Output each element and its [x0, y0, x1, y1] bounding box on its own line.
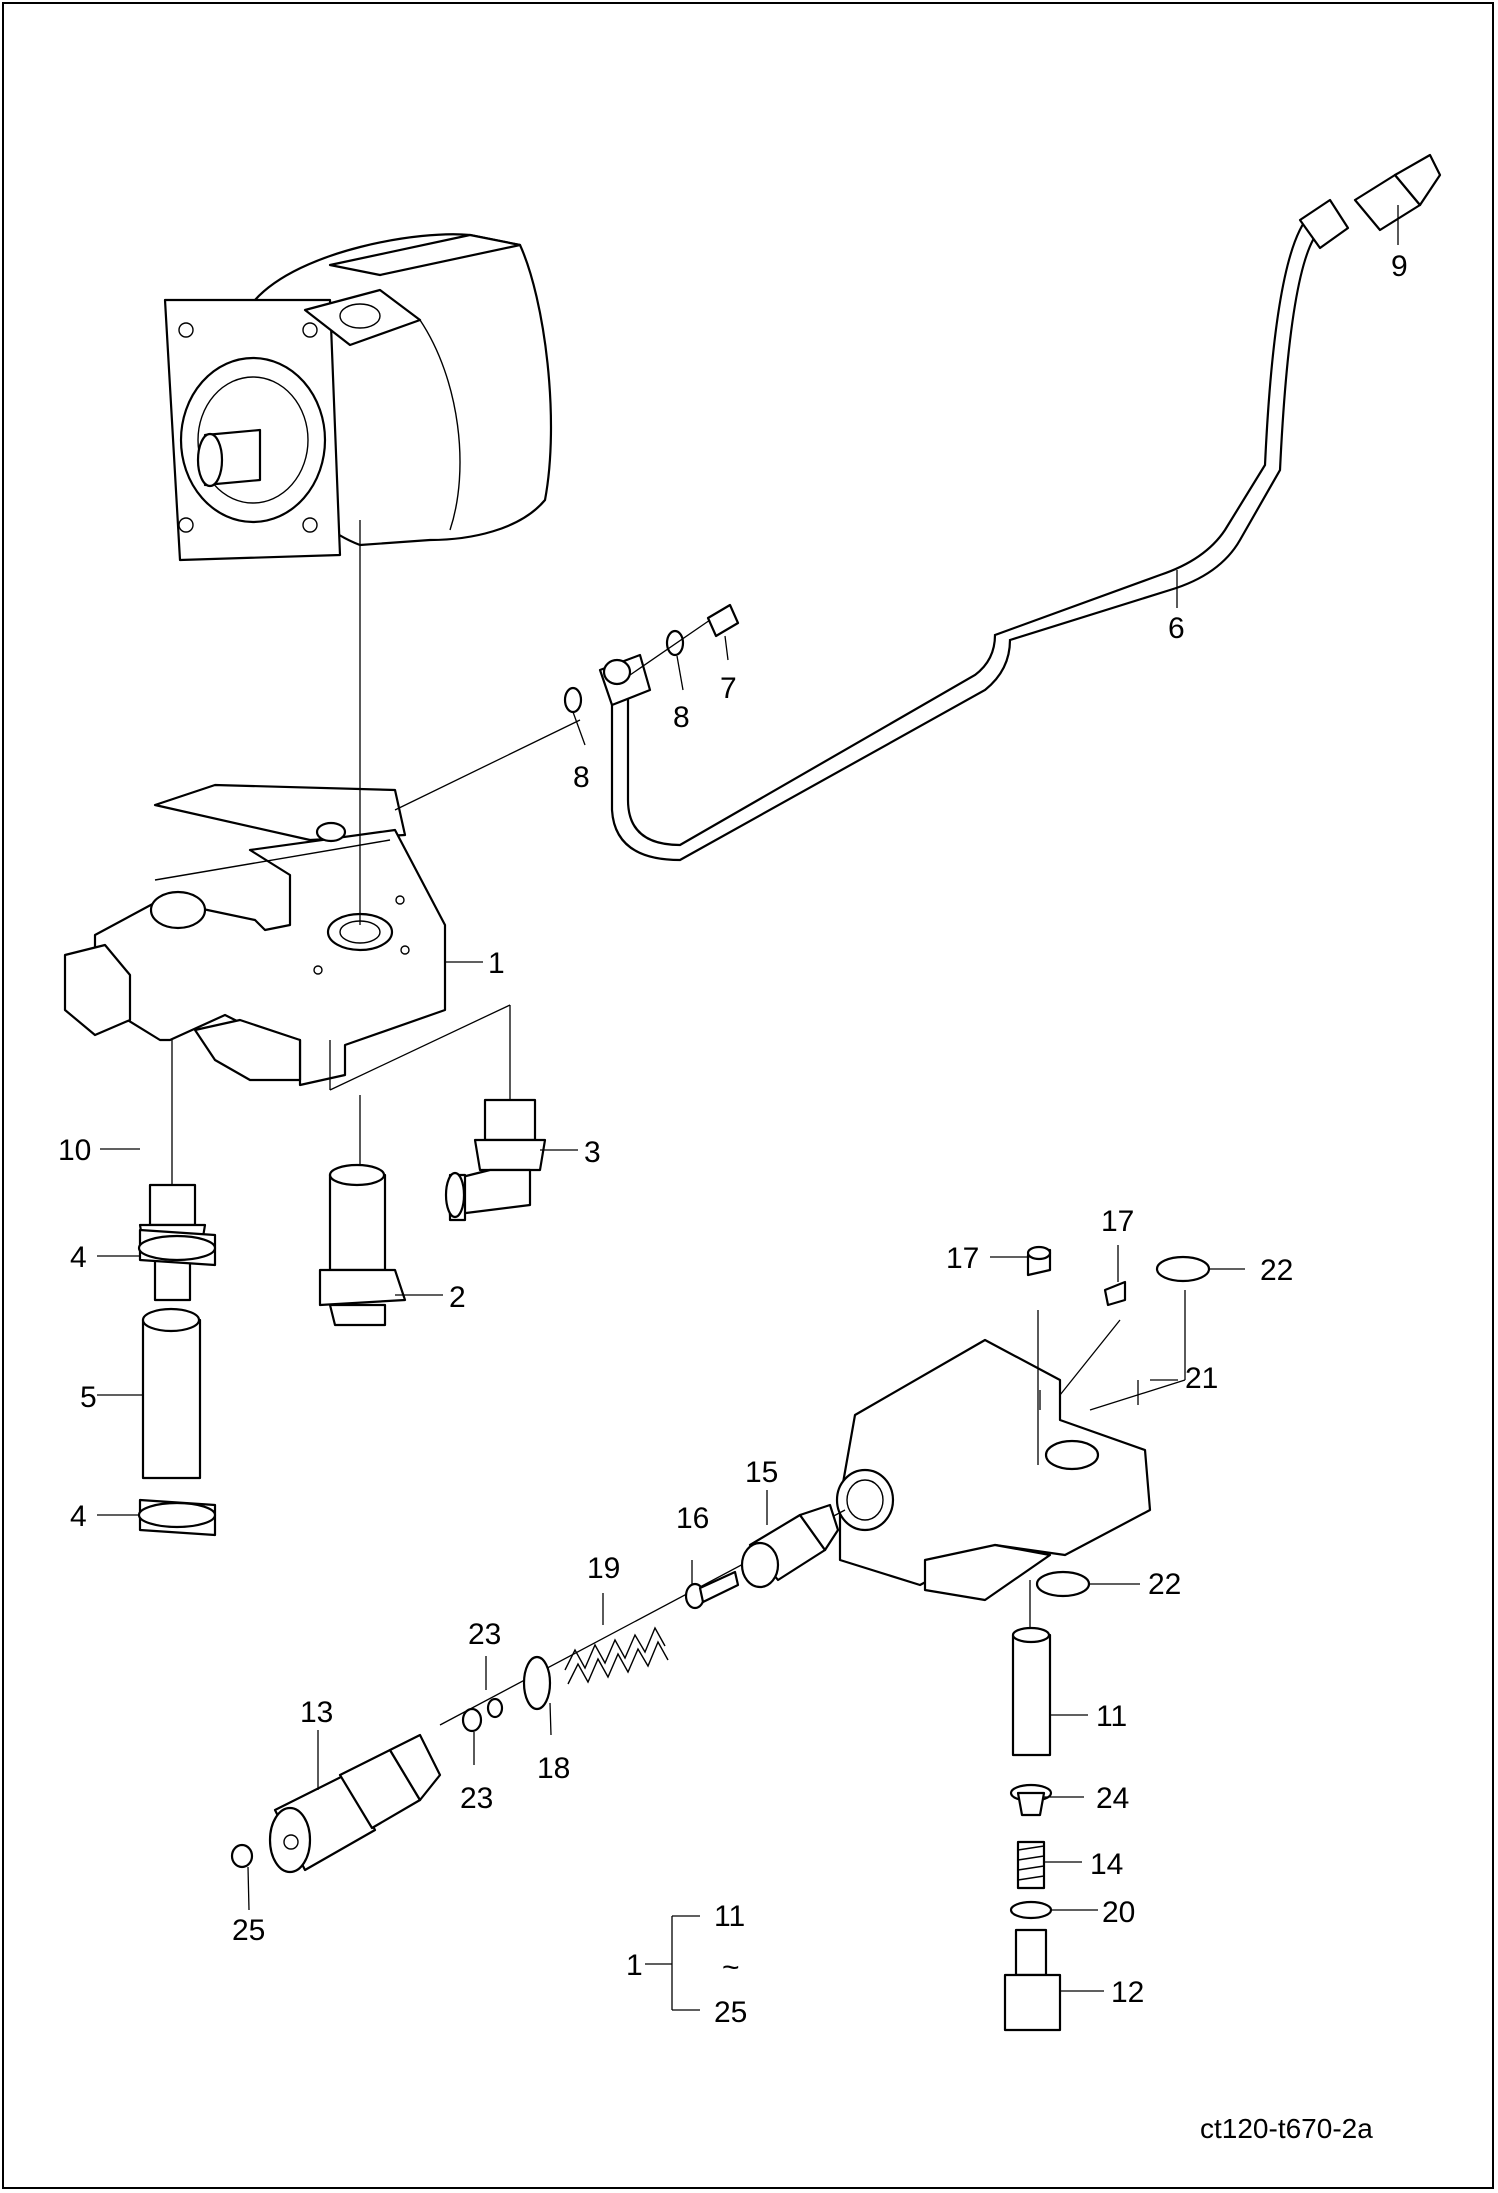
fitting-9: [1353, 153, 1442, 245]
valve-cartridge-11: [1011, 1626, 1052, 1757]
callout-4a: 4: [70, 1241, 87, 1274]
callout-23b: 23: [460, 1782, 493, 1815]
callout-6: 6: [1168, 612, 1185, 645]
washer-23b: [461, 1707, 483, 1733]
spring-19: [564, 1626, 669, 1685]
kit-bracket-note: 1 11 ~ 25: [626, 1900, 747, 2029]
nut-25: [230, 1843, 254, 1869]
callout-4b: 4: [70, 1500, 87, 1533]
hose-clamp-4a: [137, 1228, 217, 1267]
kit-range-tilde: ~: [722, 1951, 740, 1984]
callout-2: 2: [449, 1281, 466, 1314]
callout-3: 3: [584, 1136, 601, 1169]
plug-12: [1003, 1928, 1062, 2032]
relief-valve-body: [835, 1338, 1152, 1602]
callout-22a: 22: [1260, 1254, 1293, 1287]
callout-8b: 8: [673, 701, 690, 734]
seat-15: [740, 1503, 840, 1589]
callout-23a: 23: [468, 1618, 501, 1651]
o-ring-8a: [563, 686, 583, 714]
elbow-fitting-3: [444, 1098, 547, 1222]
plug-17b: [1103, 1280, 1127, 1307]
callout-7: 7: [720, 672, 737, 705]
callout-18: 18: [537, 1752, 570, 1785]
callout-11: 11: [1096, 1700, 1127, 1733]
callout-21: 21: [1185, 1362, 1218, 1395]
callout-17a: 17: [946, 1242, 979, 1275]
callout-5: 5: [80, 1381, 97, 1414]
pressure-tube: [598, 198, 1350, 862]
o-ring-8b: [665, 629, 685, 657]
callout-8a: 8: [573, 761, 590, 794]
callout-24: 24: [1096, 1782, 1129, 1815]
callout-13: 13: [300, 1696, 333, 1729]
hose-5: [141, 1307, 202, 1480]
poppet-16: [684, 1570, 740, 1610]
kit-range-start: 11: [714, 1900, 745, 1933]
callout-9: 9: [1391, 250, 1408, 283]
plug-7: [706, 603, 740, 638]
washer-23a: [486, 1697, 504, 1719]
callout-19: 19: [587, 1552, 620, 1585]
callout-12: 12: [1111, 1976, 1144, 2009]
kit-range-end: 25: [714, 1996, 747, 2029]
callout-15: 15: [745, 1456, 778, 1489]
callout-22b: 22: [1148, 1568, 1181, 1601]
callout-10: 10: [58, 1134, 91, 1167]
callout-17b: 17: [1101, 1205, 1134, 1238]
o-ring-22a: [1155, 1255, 1211, 1283]
o-ring-22b: [1035, 1570, 1091, 1598]
spring-14: [1016, 1840, 1046, 1890]
hydraulic-pump: [163, 233, 553, 562]
hose-clamp-4b: [137, 1498, 217, 1537]
o-ring-20: [1009, 1900, 1053, 1920]
fitting-2: [318, 1163, 407, 1327]
callout-14: 14: [1090, 1848, 1123, 1881]
o-ring-18: [522, 1655, 552, 1711]
valve-block-assembly: [63, 783, 447, 1087]
callout-16: 16: [676, 1502, 709, 1535]
callout-1: 1: [488, 947, 505, 980]
drawing-code: ct120-t670-2a: [1200, 2113, 1373, 2144]
callout-20: 20: [1102, 1896, 1135, 1929]
callout-25: 25: [232, 1914, 265, 1947]
kit-assembly-number: 1: [626, 1949, 643, 1982]
adjuster-13: [268, 1733, 442, 1874]
poppet-24: [1009, 1783, 1053, 1817]
